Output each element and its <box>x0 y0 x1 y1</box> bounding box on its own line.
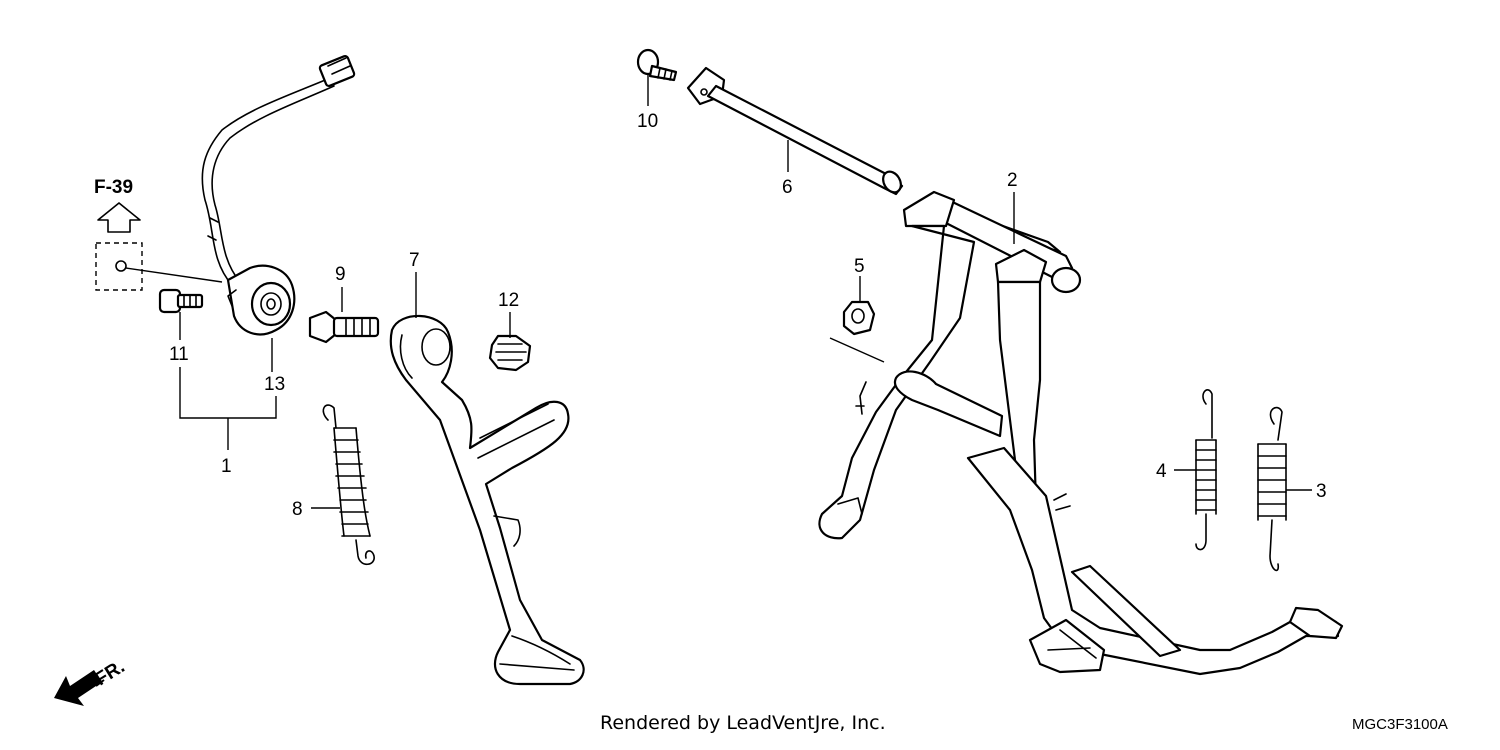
callout-8: 8 <box>292 499 303 520</box>
side-stand <box>389 314 585 686</box>
side-stand-switch <box>201 54 356 336</box>
callout-13: 13 <box>264 374 285 395</box>
leader-11-13 <box>179 367 277 419</box>
reference-arrow-icon <box>97 202 141 233</box>
callout-11: 11 <box>169 344 189 365</box>
spring-4 <box>1195 389 1217 551</box>
credit-text: Rendered by LeadVentJre, Inc. <box>600 712 886 734</box>
bolt-10 <box>636 48 678 82</box>
diagram-code: MGC3F3100A <box>1352 716 1448 733</box>
main-stand <box>818 190 1344 676</box>
nut-12 <box>488 334 532 372</box>
spring-8 <box>322 404 375 566</box>
callout-6: 6 <box>782 177 793 198</box>
callout-1: 1 <box>221 456 232 477</box>
callout-4: 4 <box>1156 461 1167 482</box>
callout-5: 5 <box>854 256 865 277</box>
callout-3: 3 <box>1316 481 1327 502</box>
reference-label: F-39 <box>94 177 133 198</box>
pivot-pipe <box>686 66 904 196</box>
callout-12: 12 <box>498 290 519 311</box>
front-direction-arrow-icon <box>54 670 105 706</box>
callout-10: 10 <box>637 111 658 132</box>
reference-box <box>95 242 143 291</box>
spring-3 <box>1257 406 1287 572</box>
grommet <box>115 260 127 272</box>
nut-5 <box>842 300 876 336</box>
callout-2: 2 <box>1007 170 1018 191</box>
callout-9: 9 <box>335 264 346 285</box>
bolt-11 <box>158 288 204 314</box>
callout-7: 7 <box>409 250 420 271</box>
bolt-9 <box>308 310 380 344</box>
